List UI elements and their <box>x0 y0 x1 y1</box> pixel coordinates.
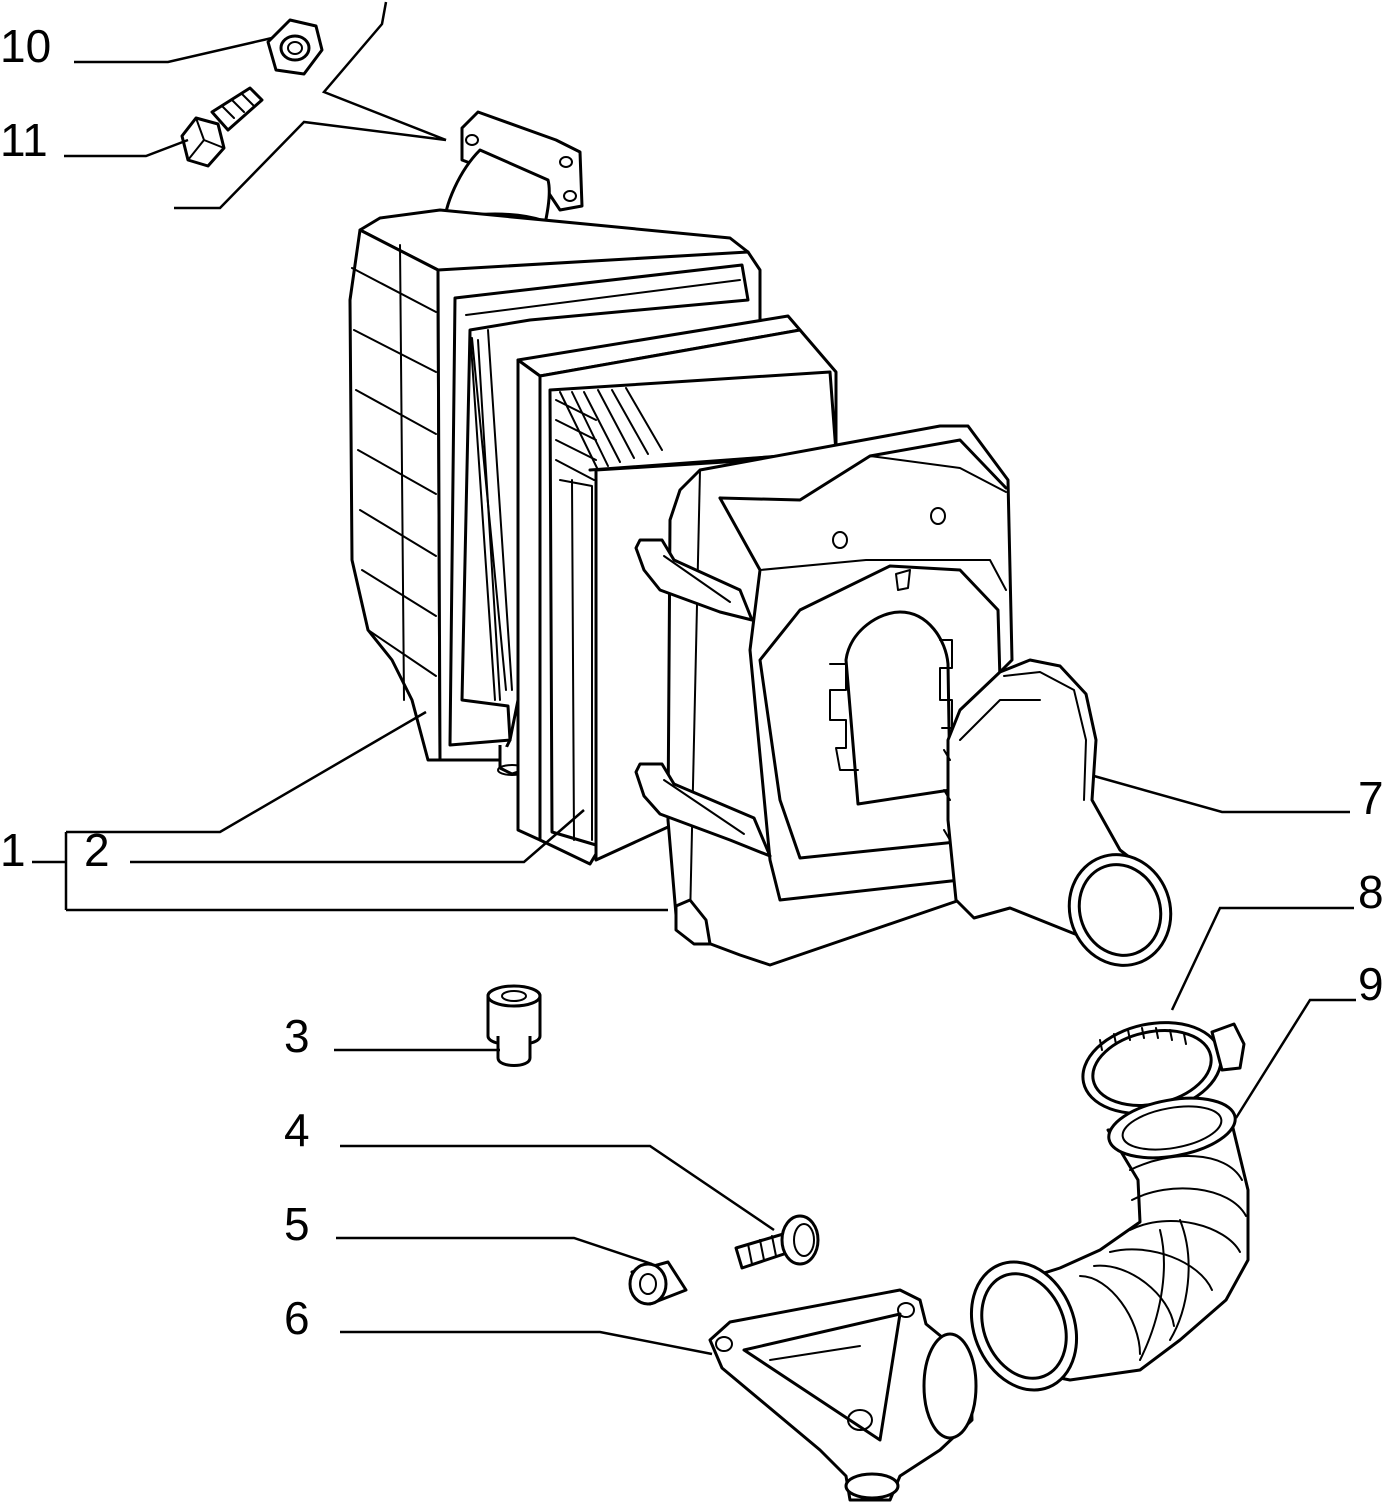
part-8-hose-clamp <box>1081 1021 1246 1115</box>
callout-3: 3 <box>284 1010 310 1062</box>
part-10-nut <box>266 18 324 76</box>
callout-10: 10 <box>0 20 51 72</box>
part-5-bush <box>628 1260 688 1306</box>
part-1-housing-cover <box>634 424 1014 967</box>
part-9-corrugated-hose <box>969 1096 1250 1392</box>
callout-4: 4 <box>284 1104 310 1156</box>
callout-1: 1 <box>0 824 26 876</box>
part-11-bolt <box>180 86 264 168</box>
callout-8: 8 <box>1358 866 1384 918</box>
callout-7: 7 <box>1358 772 1384 824</box>
leader-lines <box>32 1 1356 1356</box>
callout-9: 9 <box>1358 958 1384 1010</box>
part-4-screw <box>734 1214 820 1270</box>
part-6-flange-elbow <box>708 1288 978 1502</box>
callout-labels: 10 11 1 2 3 4 5 6 7 8 9 <box>0 20 1384 1344</box>
callout-11: 11 <box>0 114 48 166</box>
callout-5: 5 <box>284 1198 310 1250</box>
part-7-outlet-duct <box>943 658 1173 967</box>
part-3-plug <box>486 984 542 1067</box>
callout-6: 6 <box>284 1292 310 1344</box>
callout-2: 2 <box>84 824 110 876</box>
